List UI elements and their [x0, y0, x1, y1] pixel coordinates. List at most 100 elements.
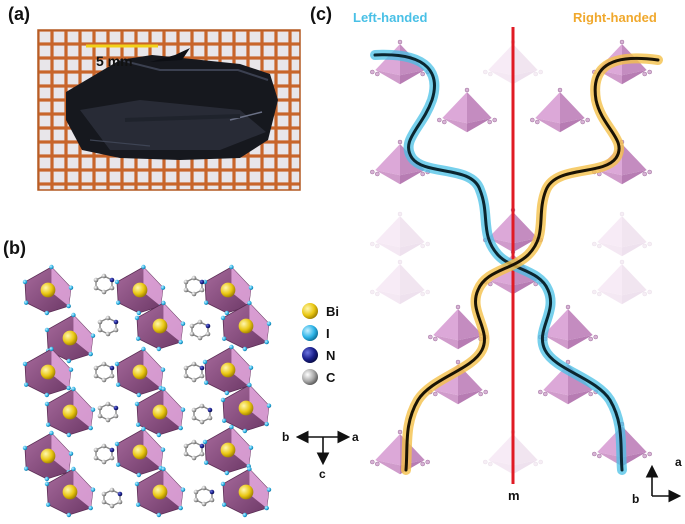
i-atom	[248, 365, 254, 370]
i-atom	[45, 502, 51, 507]
i-atom	[642, 291, 647, 297]
crystal-photo	[37, 29, 301, 191]
i-atom	[428, 334, 433, 340]
organic-cation	[97, 401, 119, 423]
i-atom	[247, 466, 252, 472]
legend-label-bi: Bi	[326, 304, 339, 319]
n-atom	[113, 405, 119, 411]
legend-label-n: N	[326, 348, 335, 363]
bii6-octahedron	[592, 211, 652, 257]
i-atom	[538, 389, 543, 395]
bi-atom	[40, 448, 56, 464]
i-atom	[156, 432, 162, 438]
i-atom	[442, 119, 447, 125]
i-atom	[397, 211, 403, 217]
i-atom	[592, 451, 597, 457]
legend-label-i: I	[326, 326, 330, 341]
i-atom	[88, 505, 93, 511]
c-atom	[93, 277, 99, 283]
bii6-octahedron	[202, 264, 254, 316]
i-atom	[533, 461, 538, 467]
i-atom	[68, 451, 74, 456]
organic-cation	[93, 443, 115, 465]
i-atom	[619, 259, 625, 265]
c-atom	[197, 319, 203, 325]
i-atom	[397, 139, 403, 145]
i-atom	[136, 472, 142, 478]
i-atom	[455, 359, 461, 365]
i-atom	[161, 386, 166, 392]
right-handed-helix	[401, 53, 663, 475]
n-atom	[109, 365, 115, 371]
i-atom	[642, 171, 647, 177]
left-handed-helix	[370, 49, 627, 475]
i-atom	[397, 429, 403, 435]
i-atom	[141, 346, 146, 352]
n-atom	[199, 443, 205, 449]
i-atom	[266, 403, 272, 408]
i-atom	[224, 470, 230, 476]
bii6-octahedron	[220, 466, 272, 518]
c-atom	[101, 361, 107, 367]
i-atom	[178, 505, 183, 511]
i-atom	[580, 119, 585, 125]
i-atom	[647, 169, 652, 175]
i-atom	[134, 401, 140, 407]
i-atom	[242, 346, 248, 352]
c-atom	[199, 287, 205, 293]
i-atom	[23, 466, 29, 471]
i-atom	[135, 422, 141, 427]
bi-atom	[152, 318, 168, 334]
bii6-octahedron	[483, 429, 543, 475]
i-atom	[370, 459, 375, 465]
c-atom	[109, 285, 115, 291]
i-atom	[264, 505, 269, 511]
i-atom	[178, 339, 183, 345]
bii6-octahedron	[44, 386, 96, 438]
i-atom	[483, 69, 488, 75]
i-atom	[420, 71, 425, 77]
i-atom	[49, 430, 54, 436]
i-atom	[483, 389, 488, 395]
i-atom	[22, 279, 28, 285]
bii6-octahedron	[44, 466, 96, 518]
i-atom	[22, 445, 28, 451]
i-atom	[533, 71, 538, 77]
i-atom	[66, 385, 71, 391]
i-atom	[242, 428, 248, 434]
i-atom	[68, 285, 74, 290]
axes-b-c-a	[295, 430, 351, 466]
bi-atom	[132, 282, 148, 298]
c-atom	[101, 377, 107, 383]
i-atom	[248, 285, 254, 290]
n-atom	[199, 365, 205, 371]
i-atom	[203, 300, 209, 305]
i-atom	[588, 391, 593, 397]
bi-atom	[40, 282, 56, 298]
i-atom	[180, 487, 186, 492]
bii6-octahedron	[114, 346, 166, 398]
bi-atom	[152, 484, 168, 500]
i-atom	[66, 358, 72, 364]
c-atom	[97, 327, 103, 333]
i-atom	[488, 71, 493, 77]
c-atom	[199, 373, 205, 379]
c-atom	[105, 417, 111, 423]
c-atom	[191, 361, 197, 367]
c-atom	[197, 335, 203, 341]
i-atom	[66, 512, 72, 518]
i-atom	[203, 380, 209, 385]
c-atom	[191, 275, 197, 281]
axis-label-b-c: b	[632, 492, 639, 506]
axis-label-a-c: a	[675, 455, 682, 469]
i-atom	[229, 264, 234, 270]
c-atom	[193, 497, 199, 503]
n-atom	[109, 277, 115, 283]
i-atom	[437, 117, 442, 123]
bii6-octahedron	[202, 344, 254, 396]
i-atom	[224, 390, 230, 396]
i-atom	[161, 300, 166, 306]
i-atom	[370, 169, 375, 175]
i-atom	[220, 481, 226, 487]
i-atom	[247, 382, 252, 388]
